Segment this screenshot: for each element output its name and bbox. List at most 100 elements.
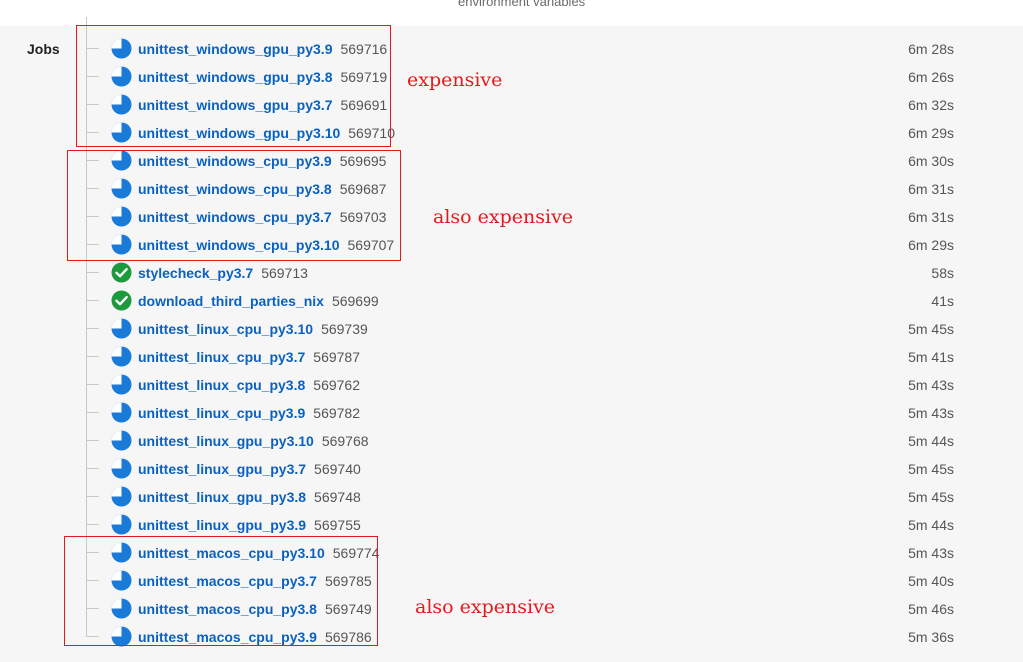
job-name-text[interactable]: unittest_macos_cpu_py3.10	[138, 545, 325, 561]
job-name-text[interactable]: unittest_macos_cpu_py3.8	[138, 601, 317, 617]
job-name-text[interactable]: unittest_macos_cpu_py3.7	[138, 573, 317, 589]
job-duration: 5m 43s	[908, 405, 954, 421]
job-id: 569710	[348, 125, 395, 141]
tree-branch	[86, 496, 99, 497]
job-name-text[interactable]: unittest_linux_cpu_py3.8	[138, 377, 306, 393]
job-duration: 6m 28s	[908, 41, 954, 57]
job-name-link[interactable]: unittest_linux_gpu_py3.10 569768	[138, 433, 369, 449]
tree-branch	[86, 132, 99, 133]
job-name-text[interactable]: unittest_linux_cpu_py3.9	[138, 405, 306, 421]
tree-branch	[86, 608, 99, 609]
annotation-expensive: expensive	[407, 69, 503, 91]
job-id: 569785	[324, 573, 372, 589]
running-status-icon	[111, 318, 132, 339]
job-name-text[interactable]: stylecheck_py3.7	[138, 265, 254, 281]
job-name-text[interactable]: unittest_macos_cpu_py3.9	[138, 629, 317, 645]
job-duration: 58s	[931, 265, 954, 281]
annotation-box-macos	[64, 536, 378, 646]
job-name-text[interactable]: unittest_windows_cpu_py3.10	[138, 237, 340, 253]
job-id: 569768	[321, 433, 369, 449]
check-circle-icon	[111, 262, 132, 283]
job-duration: 5m 46s	[908, 601, 954, 617]
running-status-icon	[111, 598, 132, 619]
job-name-text[interactable]: unittest_windows_cpu_py3.7	[138, 209, 332, 225]
job-name-link[interactable]: unittest_macos_cpu_py3.8 569749	[138, 601, 372, 617]
job-name-text[interactable]: unittest_linux_cpu_py3.10	[138, 321, 314, 337]
job-duration: 5m 41s	[908, 349, 954, 365]
job-id: 569749	[324, 601, 372, 617]
job-name-text[interactable]: unittest_linux_gpu_py3.7	[138, 461, 307, 477]
job-name-text[interactable]: unittest_linux_gpu_py3.8	[138, 489, 307, 505]
running-status-icon	[111, 514, 132, 535]
job-id: 569740	[314, 461, 361, 477]
job-name-link[interactable]: unittest_windows_gpu_py3.8 569719	[138, 69, 387, 85]
running-status-icon	[111, 542, 132, 563]
job-name-text[interactable]: unittest_windows_gpu_py3.7	[138, 97, 333, 113]
job-name-text[interactable]: unittest_windows_gpu_py3.10	[138, 125, 341, 141]
job-id: 569719	[340, 69, 388, 85]
annotation-box-windows-gpu	[76, 25, 391, 147]
job-name-text[interactable]: unittest_windows_gpu_py3.8	[138, 69, 333, 85]
running-status-icon	[111, 234, 132, 255]
job-id: 569699	[331, 293, 379, 309]
job-name-link[interactable]: unittest_windows_gpu_py3.7 569691	[138, 97, 387, 113]
job-name-text[interactable]: download_third_parties_nix	[138, 293, 324, 309]
job-name-link[interactable]: unittest_macos_cpu_py3.7 569785	[138, 573, 372, 589]
running-status-icon	[111, 38, 132, 59]
job-name-link[interactable]: unittest_windows_gpu_py3.10 569710	[138, 125, 395, 141]
job-row[interactable]: unittest_windows_gpu_py3.7 569691 6m 32s	[86, 91, 966, 119]
job-name-text[interactable]: unittest_windows_cpu_py3.9	[138, 153, 332, 169]
job-name-link[interactable]: unittest_linux_gpu_py3.7 569740	[138, 461, 361, 477]
job-duration: 6m 29s	[908, 237, 954, 253]
job-name-text[interactable]: unittest_windows_gpu_py3.9	[138, 41, 333, 57]
job-name-text[interactable]: unittest_linux_gpu_py3.10	[138, 433, 314, 449]
tree-branch	[86, 552, 99, 553]
job-name-link[interactable]: download_third_parties_nix 569699	[138, 293, 379, 309]
job-duration: 6m 32s	[908, 97, 954, 113]
job-name-text[interactable]: unittest_linux_gpu_py3.9	[138, 517, 307, 533]
job-name-text[interactable]: unittest_linux_cpu_py3.7	[138, 349, 306, 365]
top-strip: environment variables	[0, 0, 1023, 26]
running-status-icon	[111, 66, 132, 87]
check-circle-icon	[111, 290, 132, 311]
running-status-icon	[111, 122, 132, 143]
tree-branch	[86, 104, 99, 105]
job-id: 569691	[340, 97, 388, 113]
job-name-text[interactable]: unittest_windows_cpu_py3.8	[138, 181, 332, 197]
job-row[interactable]: unittest_macos_cpu_py3.8 569749 5m 46s	[86, 595, 966, 623]
